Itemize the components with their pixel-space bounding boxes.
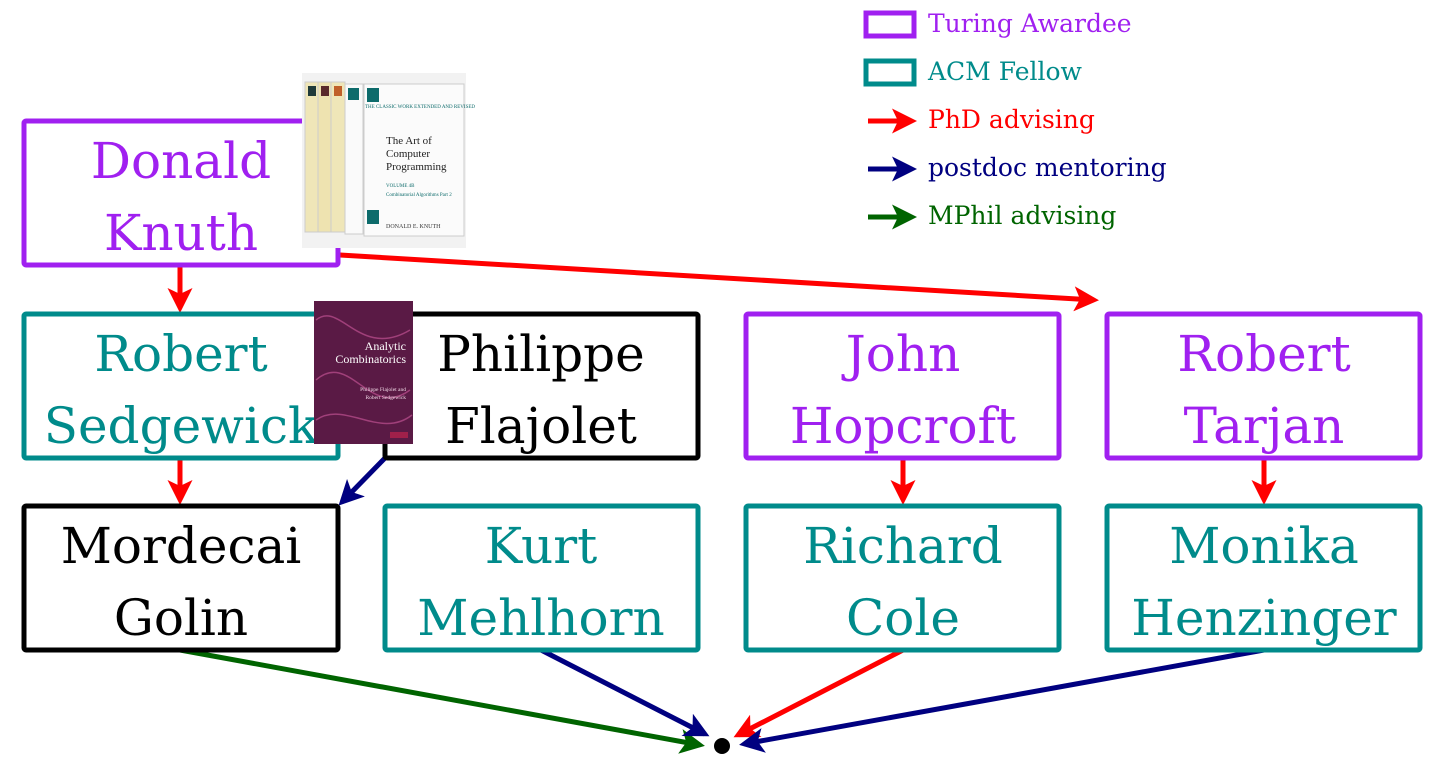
node-flajolet: Philippe Flajolet bbox=[382, 311, 701, 461]
name-line1: Robert bbox=[1177, 325, 1350, 383]
node-sedgewick: Robert Sedgewick bbox=[21, 311, 341, 461]
edge-henzinger-target bbox=[739, 647, 1265, 753]
node-knuth: Donald Knuth bbox=[21, 118, 341, 268]
taocp-subtitle: Combinatorial Algorithms Part 2 bbox=[386, 193, 452, 198]
name-line2: Hopcroft bbox=[790, 397, 1016, 455]
acm-swatch bbox=[863, 58, 917, 87]
name-line1: Kurt bbox=[485, 517, 597, 575]
legend-postdoc: postdoc mentoring bbox=[928, 153, 1167, 182]
node-cole: Richard Cole bbox=[743, 503, 1062, 653]
analytic-combinatorics-book-image: Analytic Combinatorics Philippe Flajolet… bbox=[314, 301, 413, 444]
taocp-title-1: The Art of bbox=[386, 135, 432, 147]
legend-phd: PhD advising bbox=[928, 105, 1095, 134]
edge-golin-target bbox=[179, 647, 705, 754]
ac-authors-1: Philippe Flajolet and bbox=[360, 387, 406, 393]
name-line1: Monika bbox=[1169, 517, 1359, 575]
legend-turing: Turing Awardee bbox=[928, 9, 1132, 38]
name-line2: Henzinger bbox=[1131, 589, 1397, 647]
edge-flajolet-golin bbox=[338, 456, 387, 506]
edge-knuth-tarjan bbox=[339, 252, 1099, 312]
legend-mphil: MPhil advising bbox=[928, 201, 1116, 230]
turing-swatch bbox=[863, 10, 917, 39]
name-line2: Knuth bbox=[104, 204, 258, 262]
edges bbox=[167, 252, 1277, 754]
edge-mehlhorn-target bbox=[539, 647, 710, 737]
taocp-author: DONALD E. KNUTH bbox=[386, 224, 441, 230]
legend-acm: ACM Fellow bbox=[927, 57, 1083, 86]
edge-cole-target bbox=[733, 647, 905, 738]
name-line1: Philippe bbox=[437, 325, 644, 383]
ac-title-2: Combinatorics bbox=[335, 352, 406, 366]
node-henzinger: Monika Henzinger bbox=[1104, 503, 1423, 653]
name-line1: John bbox=[841, 325, 961, 383]
name-line2: Tarjan bbox=[1184, 397, 1345, 455]
name-line1: Richard bbox=[803, 517, 1003, 575]
taocp-title-3: Programming bbox=[386, 161, 447, 173]
name-line2: Sedgewick bbox=[44, 397, 319, 455]
node-golin: Mordecai Golin bbox=[21, 503, 341, 653]
taocp-volume: VOLUME 4B bbox=[386, 184, 415, 189]
taocp-banner: THE CLASSIC WORK EXTENDED AND REVISED bbox=[365, 105, 475, 110]
ac-authors-2: Robert Sedgewick bbox=[366, 395, 407, 401]
name-line1: Mordecai bbox=[61, 517, 302, 575]
node-tarjan: Robert Tarjan bbox=[1104, 311, 1423, 461]
node-hopcroft: John Hopcroft bbox=[743, 311, 1062, 461]
name-line2: Mehlhorn bbox=[417, 589, 664, 647]
name-line2: Flajolet bbox=[445, 397, 637, 455]
taocp-books-image: THE CLASSIC WORK EXTENDED AND REVISED Th… bbox=[302, 73, 475, 248]
node-mehlhorn: Kurt Mehlhorn bbox=[382, 503, 701, 653]
taocp-title-2: Computer bbox=[386, 148, 430, 160]
target-node bbox=[714, 738, 730, 754]
name-line1: Robert bbox=[94, 325, 267, 383]
name-line2: Cole bbox=[846, 589, 960, 647]
name-line1: Donald bbox=[91, 132, 271, 190]
legend: Turing Awardee ACM Fellow PhD advising p… bbox=[863, 9, 1167, 230]
ac-title-1: Analytic bbox=[365, 339, 406, 353]
name-line2: Golin bbox=[114, 589, 248, 647]
